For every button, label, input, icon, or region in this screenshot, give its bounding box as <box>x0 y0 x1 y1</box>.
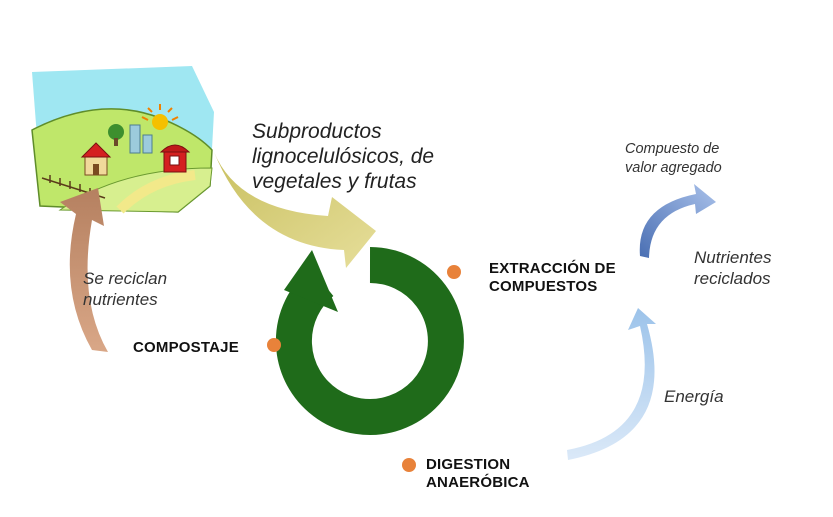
label-nutrientes-reciclados: Nutrientes reciclados <box>694 248 772 288</box>
node-extraccion <box>447 265 461 279</box>
compound-arrow <box>639 184 716 258</box>
label-subproductos: Subproductos lignocelulósicos, de vegeta… <box>252 120 435 193</box>
label-energia: Energía <box>664 387 724 406</box>
label-extraccion: EXTRACCIÓN DE COMPUESTOS <box>489 260 616 295</box>
recycle-arrow <box>60 188 108 352</box>
cycle-arrow <box>275 247 464 435</box>
energy-arrow <box>567 308 656 460</box>
node-digestion <box>402 458 416 472</box>
label-compostaje: COMPOSTAJE <box>133 339 239 356</box>
label-digestion: DIGESTION ANAERÓBICA <box>426 456 530 491</box>
label-se-reciclan: Se reciclan nutrientes <box>83 269 168 309</box>
farm-landscape-illustration <box>31 66 214 214</box>
node-compostaje <box>267 338 281 352</box>
feed-arrow <box>214 152 376 268</box>
label-compuesto: Compuesto de valor agregado <box>625 141 722 176</box>
